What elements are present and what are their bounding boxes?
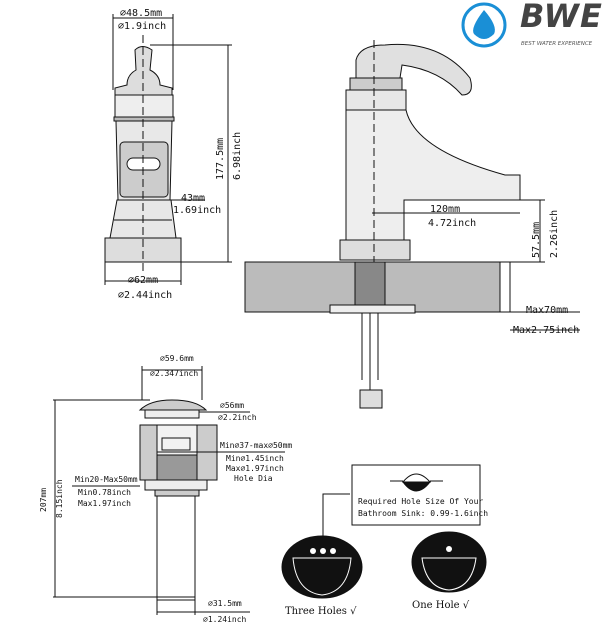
front-body-width-in: 1.69inch <box>173 205 222 216</box>
drain-pipe-diameter-in: ⌀1.24inch <box>203 615 247 624</box>
spout-reach-mm: 120mm <box>430 204 461 215</box>
drain-hole-max-in: Max⌀1.97inch <box>226 464 284 473</box>
drain-hole-label: Hole Dia <box>234 474 273 483</box>
front-height-in: 6.98inch <box>232 131 243 180</box>
faucet-front-view <box>104 14 232 285</box>
drain-height-in: 8.15inch <box>55 479 64 518</box>
hole-size-note-line2: Bathroom Sink: 0.99-1.6inch <box>358 509 489 518</box>
hole-size-note-line1: Required Hole Size Of Your <box>358 497 484 506</box>
spout-height-mm: 57.5mm <box>531 221 542 258</box>
front-base-diameter-in: ⌀2.44inch <box>118 290 173 301</box>
drain-hole-mm: Min⌀37-max⌀50mm <box>220 441 293 450</box>
spout-reach-in: 4.72inch <box>428 218 477 229</box>
drain-thickness-max-in: Max1.97inch <box>78 499 131 508</box>
drain-thickness-mm: Min20-Max50mm <box>75 475 138 484</box>
drain-diagram <box>53 366 285 615</box>
drain-hole-min-in: Min⌀1.45inch <box>226 454 284 463</box>
front-height-mm: 177.5mm <box>215 137 226 180</box>
front-base-diameter-mm: ⌀62mm <box>128 275 159 286</box>
front-top-diameter-mm: ⌀48.5mm <box>120 8 163 19</box>
front-top-diameter-in: ⌀1.9inch <box>118 21 167 32</box>
drain-height-mm: 207mm <box>39 487 48 512</box>
sink-compatibility <box>281 464 487 599</box>
drain-thickness-min-in: Min0.78inch <box>78 488 131 497</box>
drain-cap-diameter-mm: ⌀59.6mm <box>160 354 194 363</box>
logo-tagline: BEST WATER EXPERIENCE <box>521 41 593 47</box>
max-deck-mm: Max70mm <box>526 305 569 316</box>
spout-height-in: 2.26inch <box>549 209 560 258</box>
one-hole-label: One Hole √ <box>412 600 470 611</box>
max-deck-in: Max2.75inch <box>513 325 580 336</box>
three-holes-label: Three Holes √ <box>285 606 357 617</box>
drain-flange-diameter-mm: ⌀56mm <box>220 401 245 410</box>
drain-pipe-diameter-mm: ⌀31.5mm <box>208 599 242 608</box>
front-body-width-mm: 43mm <box>181 193 206 204</box>
drain-flange-diameter-in: ⌀2.2inch <box>218 413 257 422</box>
logo-brand: BWE <box>520 0 603 35</box>
bwe-logo <box>461 2 507 48</box>
drain-cap-diameter-in: ⌀2.347inch <box>150 369 199 378</box>
faucet-side-view <box>244 40 580 409</box>
